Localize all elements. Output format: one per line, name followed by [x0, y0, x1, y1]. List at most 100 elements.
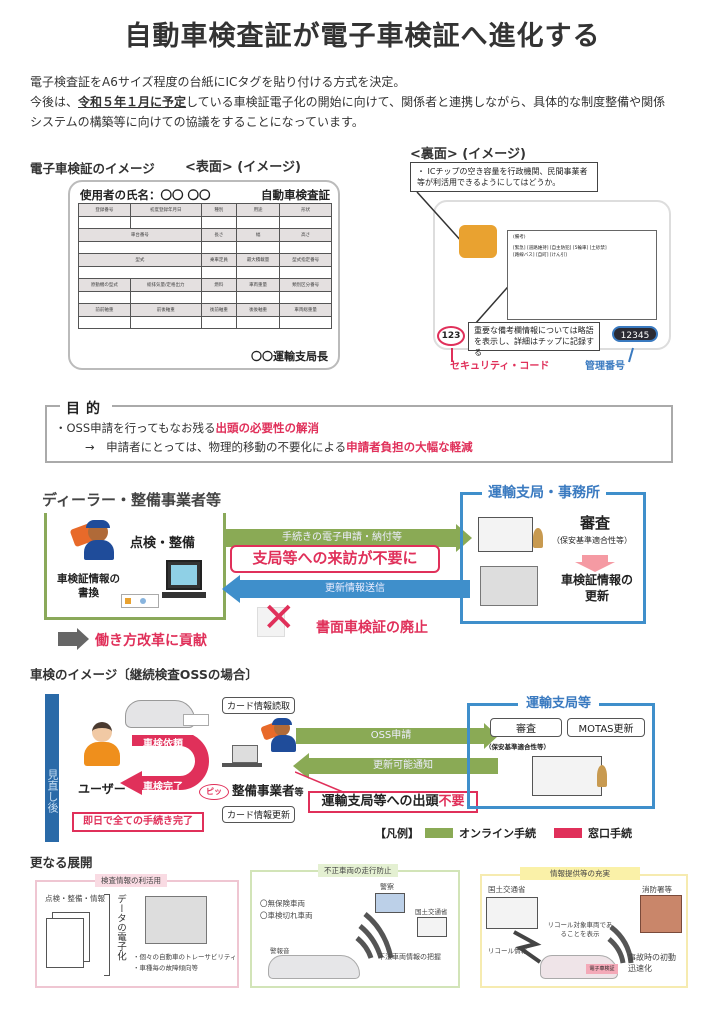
- car-icon: [268, 955, 360, 979]
- inspection-label: 点検・整備: [130, 536, 196, 551]
- rewrite-label: 車検証情報の 書換: [57, 572, 120, 600]
- front-label: <表面> (イメージ): [185, 160, 301, 175]
- review-sub: （保安基準適合性等）: [485, 743, 550, 751]
- cell-label: 車両総重量: [279, 303, 332, 317]
- lightning-icon: [513, 930, 542, 964]
- traceability-bullet: ・個々の自動車のトレーサビリティ: [133, 953, 237, 961]
- workstyle-label: 働き方改革に貢献: [95, 633, 207, 649]
- office-title: 運輸支局・事務所: [482, 482, 606, 502]
- cell-label: 車台番号: [78, 228, 202, 242]
- purpose-line-1: ・OSS申請を行ってもなお残る出頭の必要性の解消: [55, 420, 319, 436]
- mlit-label: 国土交通省: [488, 885, 526, 894]
- purpose-line-1-text: ・OSS申請を行ってもなお残る: [55, 421, 216, 435]
- arrow-update-notice: 更新可能通知: [308, 758, 498, 774]
- signal-waves-icon: [355, 912, 394, 959]
- purpose-line-1-highlight: 出頭の必要性の解消: [215, 421, 320, 435]
- card-update-tag: カード情報更新: [222, 806, 296, 823]
- intro-line-3: システムの構築等に向けての協議をすることになっています。: [30, 115, 364, 129]
- digitization-label: データの電子化: [115, 894, 126, 961]
- cell-label: 長さ: [200, 228, 237, 242]
- office-building-icon: [478, 517, 533, 552]
- page-title: 自動車検査証が電子車検証へ進化する: [124, 21, 601, 52]
- expired-item: 〇車検切れ車両: [260, 911, 313, 920]
- server-icon: [480, 566, 538, 606]
- document-type: 自動車検査証: [261, 188, 330, 202]
- dealer-box: [44, 513, 226, 620]
- intro-line-2: 今後は、令和５年１月に予定している車検証電子化の開始に向けて、関係者と連携しなが…: [30, 92, 665, 112]
- arrow-electronic-application: 手続きの電子申請・納付等: [226, 529, 458, 547]
- review-label: 審査: [580, 514, 611, 532]
- remarks-label: (備考): [513, 235, 526, 240]
- callout-line-ic: [416, 191, 464, 244]
- tree-icon: [533, 528, 543, 548]
- update-line-2: 更新: [584, 589, 609, 603]
- legend-online-label: オンライン手続: [459, 827, 536, 840]
- no-appear-text: 運輸支局等への出頭: [321, 794, 439, 809]
- rewrite-line-2: 書換: [78, 587, 99, 599]
- back-label: <裏面> (イメージ): [410, 147, 526, 162]
- cell-label: 種別: [200, 203, 237, 217]
- legend: 【凡例】 オンライン手続 窓口手続: [375, 825, 632, 841]
- cell-label: 類別区分番号: [279, 278, 332, 292]
- accident-response-label: 事故時の初動迅速化: [628, 953, 676, 973]
- cross-icon: ✕: [262, 595, 296, 641]
- inspection-info-label: 点検・整備・情報: [45, 894, 105, 903]
- tree-icon: [597, 765, 607, 787]
- management-number: 12345: [612, 326, 658, 342]
- same-day-label: 即日で全ての手続き完了: [72, 812, 204, 832]
- future-box-prevention-tag: 不正車両の走行防止: [318, 864, 398, 877]
- oss-section-title: 車検のイメージ〔継続検査OSSの場合〕: [30, 667, 258, 682]
- security-code-label: セキュリティ・コード: [450, 361, 550, 372]
- callout-ic-chip: ・ ICチップの空き容量を行政機関、民間事業者等が利活用できるようにしてはどうか…: [410, 162, 598, 192]
- ecert-badge: 電子車検証: [586, 964, 618, 974]
- mgmt-pointer: [628, 347, 634, 363]
- fire-dept-label: 消防署等: [642, 885, 672, 894]
- purpose-line-2: → 申請者にとっては、物理的移動の不要化による申請者負担の大幅な軽減: [85, 439, 473, 455]
- signal-waves-icon: [607, 925, 634, 964]
- police-building-icon: [375, 893, 405, 913]
- arrow-update-send: 更新情報送信: [240, 580, 470, 598]
- cell-label: 燃料: [200, 278, 237, 292]
- arrow-head-left: [222, 575, 240, 603]
- mlit-label: 国土交通省: [415, 908, 448, 916]
- registration-table: 登録番号初度登録年月日種別用途形状 車台番号長さ幅高さ 型式乗車定員最大積載量型…: [78, 203, 332, 329]
- cell-label: 原動機の型式: [78, 278, 131, 292]
- no-appear-highlight: 不要: [438, 794, 465, 809]
- card-image-label: 電子車検証のイメージ: [30, 161, 155, 176]
- bureau-title: 運輸支局等: [518, 692, 600, 711]
- intro-line-1: 電子検査証をA6サイズ程度の台紙にICタグを貼り付ける方式を決定。: [30, 75, 406, 89]
- user-name: 使用者の氏名：〇〇 〇〇: [80, 188, 211, 202]
- recall-display-label: リコール対象車両であることを表示: [547, 921, 613, 938]
- server-icon: [145, 896, 207, 944]
- future-box-info-tag: 情報提供等の充実: [520, 867, 640, 880]
- cell-label: 前前軸重: [78, 303, 131, 317]
- legend-label: 【凡例】: [375, 827, 419, 840]
- mechanic-icon: [260, 718, 298, 752]
- cell-label: 登録番号: [78, 203, 131, 217]
- purpose-title: 目的: [60, 398, 112, 418]
- cell-label: 後後軸重: [235, 303, 281, 317]
- cell-label: 車両重量: [235, 278, 281, 292]
- laptop-icon: [232, 745, 258, 763]
- uninsured-item: 〇無保険車両: [260, 899, 305, 908]
- cell-label: 幅: [235, 228, 281, 242]
- arrow-oss-application: OSS申請: [296, 728, 486, 744]
- no-appear-label: 運輸支局等への出頭不要: [308, 791, 478, 813]
- remarks-line-1: [緊急] [道路維持] [自主防犯] [5輪車] [土砂禁]: [513, 246, 607, 251]
- mechanic-icon: [69, 520, 118, 560]
- update-line-1: 車検証情報の: [560, 573, 633, 587]
- cell-label: 後前軸重: [200, 303, 237, 317]
- cell-label: 前後軸重: [129, 303, 202, 317]
- dealer-title: ディーラー・整備事業者等: [42, 491, 221, 509]
- review-sub: （保安基準適合性等）: [552, 536, 632, 545]
- review-tag: 審査: [490, 718, 562, 737]
- legend-online-swatch: [425, 828, 453, 838]
- purpose-line-2-text: → 申請者にとっては、物理的移動の不要化による: [85, 440, 347, 454]
- down-arrow-icon: [582, 555, 608, 563]
- bureau-building-icon: [532, 756, 602, 796]
- legend-counter-swatch: [554, 828, 582, 838]
- remarks-line-2: [路線バス] [自町] [けん引]: [513, 253, 567, 258]
- intro-text: 電子検査証をA6サイズ程度の台紙にICタグを貼り付ける方式を決定。 今後は、令和…: [30, 72, 665, 132]
- motas-update-tag: MOTAS更新: [567, 718, 645, 737]
- purpose-box: ・OSS申請を行ってもなお残る出頭の必要性の解消 → 申請者にとっては、物理的移…: [45, 405, 673, 463]
